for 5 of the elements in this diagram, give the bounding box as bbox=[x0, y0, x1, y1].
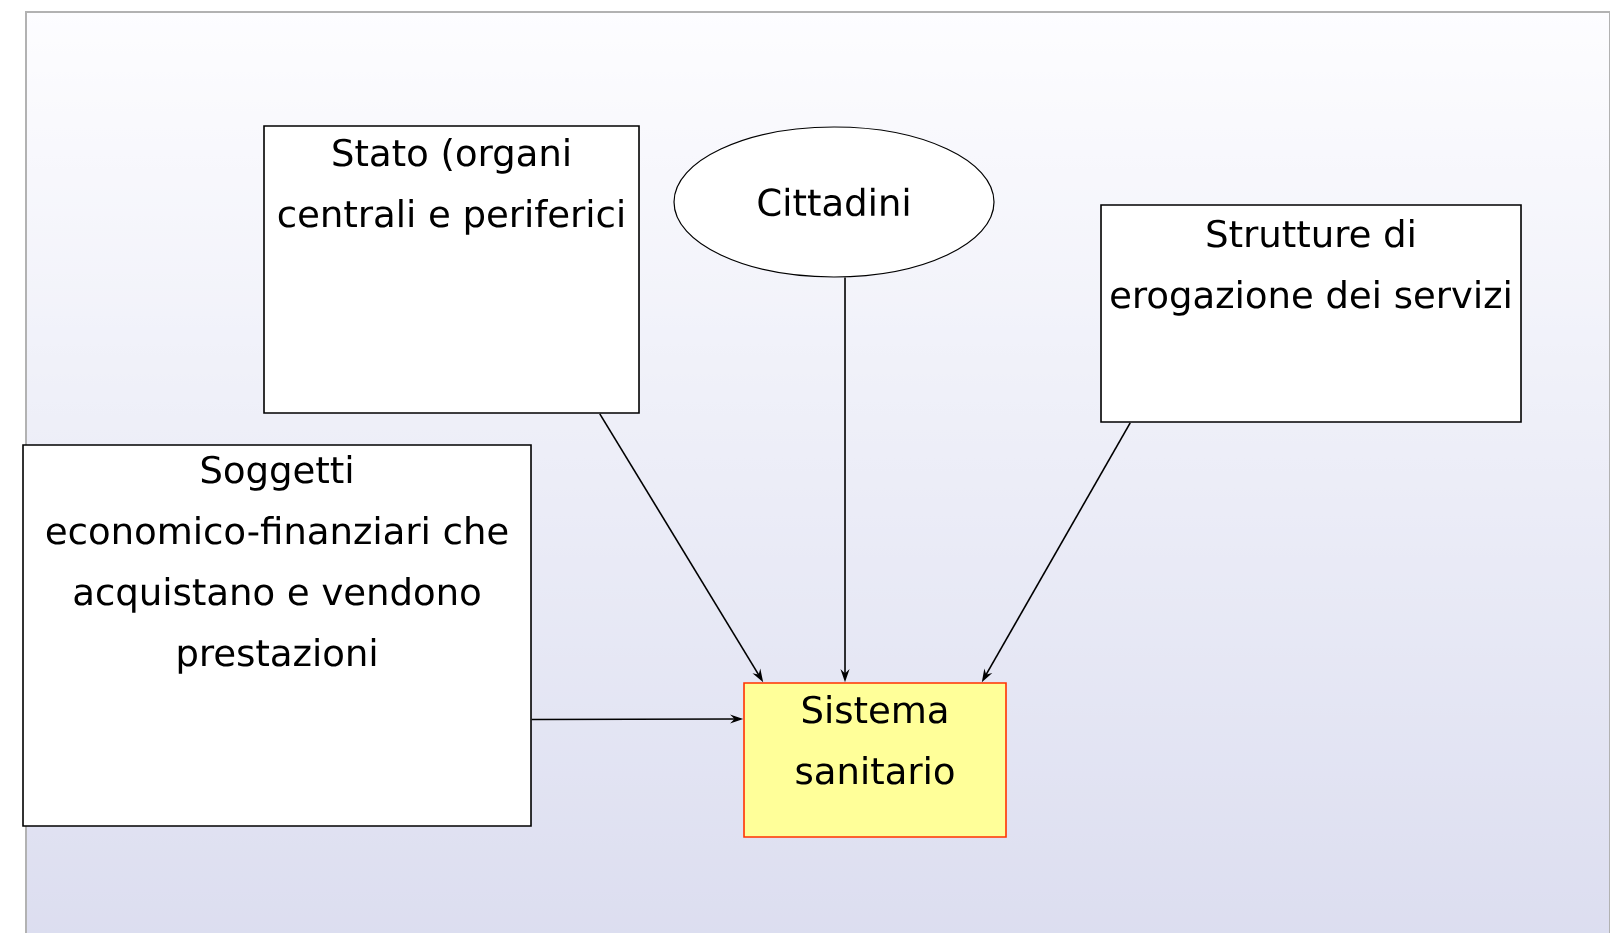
highlight-box: Sistema sanitario bbox=[743, 682, 1007, 838]
oval-node: Cittadini bbox=[673, 126, 995, 278]
text-box: Strutture di erogazione dei servizi bbox=[1100, 204, 1522, 423]
text-box: Stato (organi centrali e periferici bbox=[263, 125, 640, 414]
text-box: Soggetti economico-finanziari che acquistano e vendono prestazioni bbox=[22, 444, 532, 827]
